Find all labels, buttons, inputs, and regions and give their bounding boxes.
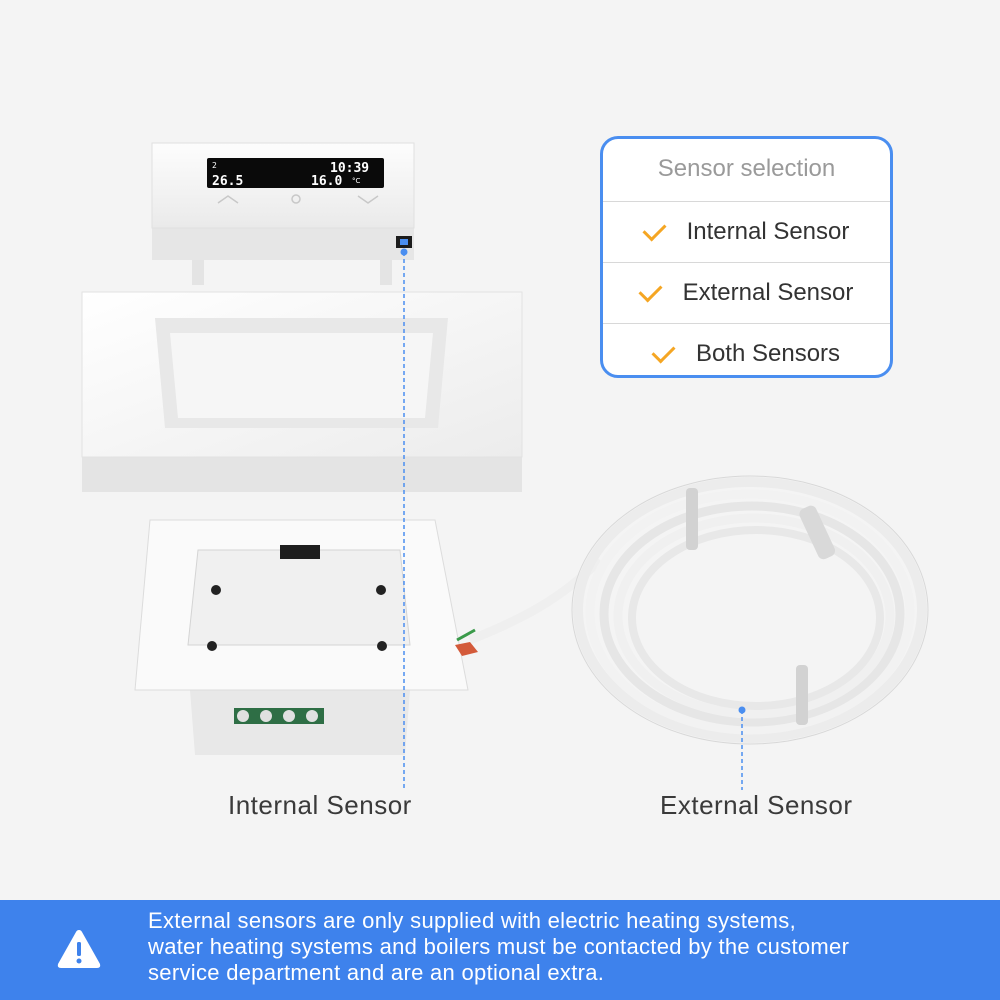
option-label: Both Sensors — [695, 340, 841, 367]
mounting-base — [134, 519, 478, 755]
notice-line: External sensors are only supplied with … — [148, 908, 797, 933]
thermostat-module: 2 10:39 26.5 16.0 °C — [151, 142, 415, 285]
external-sensor-pointer — [738, 706, 746, 790]
mode-digit: 2 — [212, 161, 217, 170]
card-title: Sensor selection — [657, 155, 836, 182]
glass-frame — [81, 291, 523, 492]
sensor-selection-card: Sensor selection Internal Sensor Externa… — [600, 136, 893, 378]
warning-icon — [57, 930, 101, 968]
checkmark-icon — [642, 216, 667, 242]
checkmark-icon — [638, 277, 663, 303]
down-arrow-icon — [357, 195, 379, 204]
sensor-cable-coil — [468, 475, 929, 745]
display-unit: °C — [352, 177, 361, 185]
option-both-sensors: Both Sensors — [603, 323, 890, 375]
display-set-temp: 16.0 — [311, 174, 342, 189]
notice-bar: External sensors are only supplied with … — [0, 900, 1000, 1000]
notice-line: service department and are an optional e… — [148, 960, 605, 985]
notice-text: External sensors are only supplied with … — [148, 908, 988, 986]
internal-sensor-pointer — [400, 248, 408, 790]
external-sensor-label: External Sensor — [660, 790, 853, 820]
option-label: External Sensor — [682, 279, 854, 306]
option-external-sensor: External Sensor — [603, 262, 890, 323]
power-icon — [291, 194, 301, 204]
checkmark-icon — [651, 338, 676, 364]
display-time: 10:39 — [330, 161, 369, 176]
notice-line: water heating systems and boilers must b… — [148, 934, 850, 959]
option-label: Internal Sensor — [686, 218, 850, 245]
display-current-temp: 26.5 — [212, 174, 243, 189]
option-internal-sensor: Internal Sensor — [603, 201, 890, 262]
up-arrow-icon — [217, 195, 239, 204]
internal-sensor-label: Internal Sensor — [228, 790, 412, 820]
